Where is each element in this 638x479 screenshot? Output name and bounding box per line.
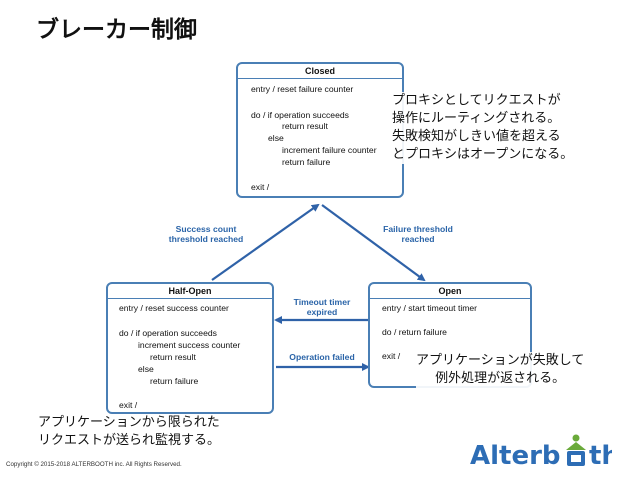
state-closed-line: do / if operation succeeds [251,110,349,120]
state-closed-line: entry / reset failure counter [251,84,354,94]
logo-graphic: Alterb th [470,434,620,471]
state-half-open-line: else [138,364,154,374]
state-half-open-title: Half-Open [108,284,272,299]
logo-text-right: th [589,441,612,470]
state-closed-title: Closed [238,64,402,79]
edge-label-failure-threshold: Failure threshold reached [383,224,453,244]
edge-label-success-count: Success count threshold reached [168,224,244,244]
state-closed-line: exit / [251,182,270,192]
state-half-open-line: do / if operation succeeds [119,328,217,338]
booth-icon [566,434,586,466]
state-open-line: entry / start timeout timer [382,303,478,313]
state-open-line: do / return failure [382,327,447,337]
alterbooth-logo: Alterb th [470,428,620,471]
copyright-notice: Copyright © 2015-2018 ALTERBOOTH inc. Al… [6,461,182,468]
state-closed-line: else [268,133,284,143]
state-half-open: Half-Open entry / reset success counter … [106,282,274,414]
arrow-closed-to-open [321,204,426,282]
state-half-open-line: entry / reset success counter [119,303,229,313]
state-half-open-line: increment success counter [138,340,241,350]
state-closed-line: increment failure counter [282,145,377,155]
state-closed-line: return failure [282,157,331,167]
edge-label-timeout-timer: Timeout timer expired [293,297,351,317]
note-open: アプリケーションが失敗して 例外処理が返される。 [416,352,585,388]
state-half-open-line: exit / [119,400,138,410]
state-half-open-line: return result [150,352,196,362]
slide-title: ブレーカー制御 [36,17,197,43]
state-open-title: Open [370,284,530,299]
state-closed-line: return result [282,121,328,131]
note-closed: プロキシとしてリクエストが 操作にルーティングされる。 失敗検知がしきい値を超え… [392,92,574,164]
note-half-open: アプリケーションから限られた リクエストが送られ監視する。 [38,414,221,450]
state-closed: Closed entry / reset failure counter do … [236,62,404,198]
edge-label-operation-failed: Operation failed [289,352,355,362]
logo-text-left: Alterb [470,441,561,470]
state-half-open-line: return failure [150,376,199,386]
state-open-line: exit / [382,351,401,361]
arrow-halfopen-to-closed [211,203,320,281]
